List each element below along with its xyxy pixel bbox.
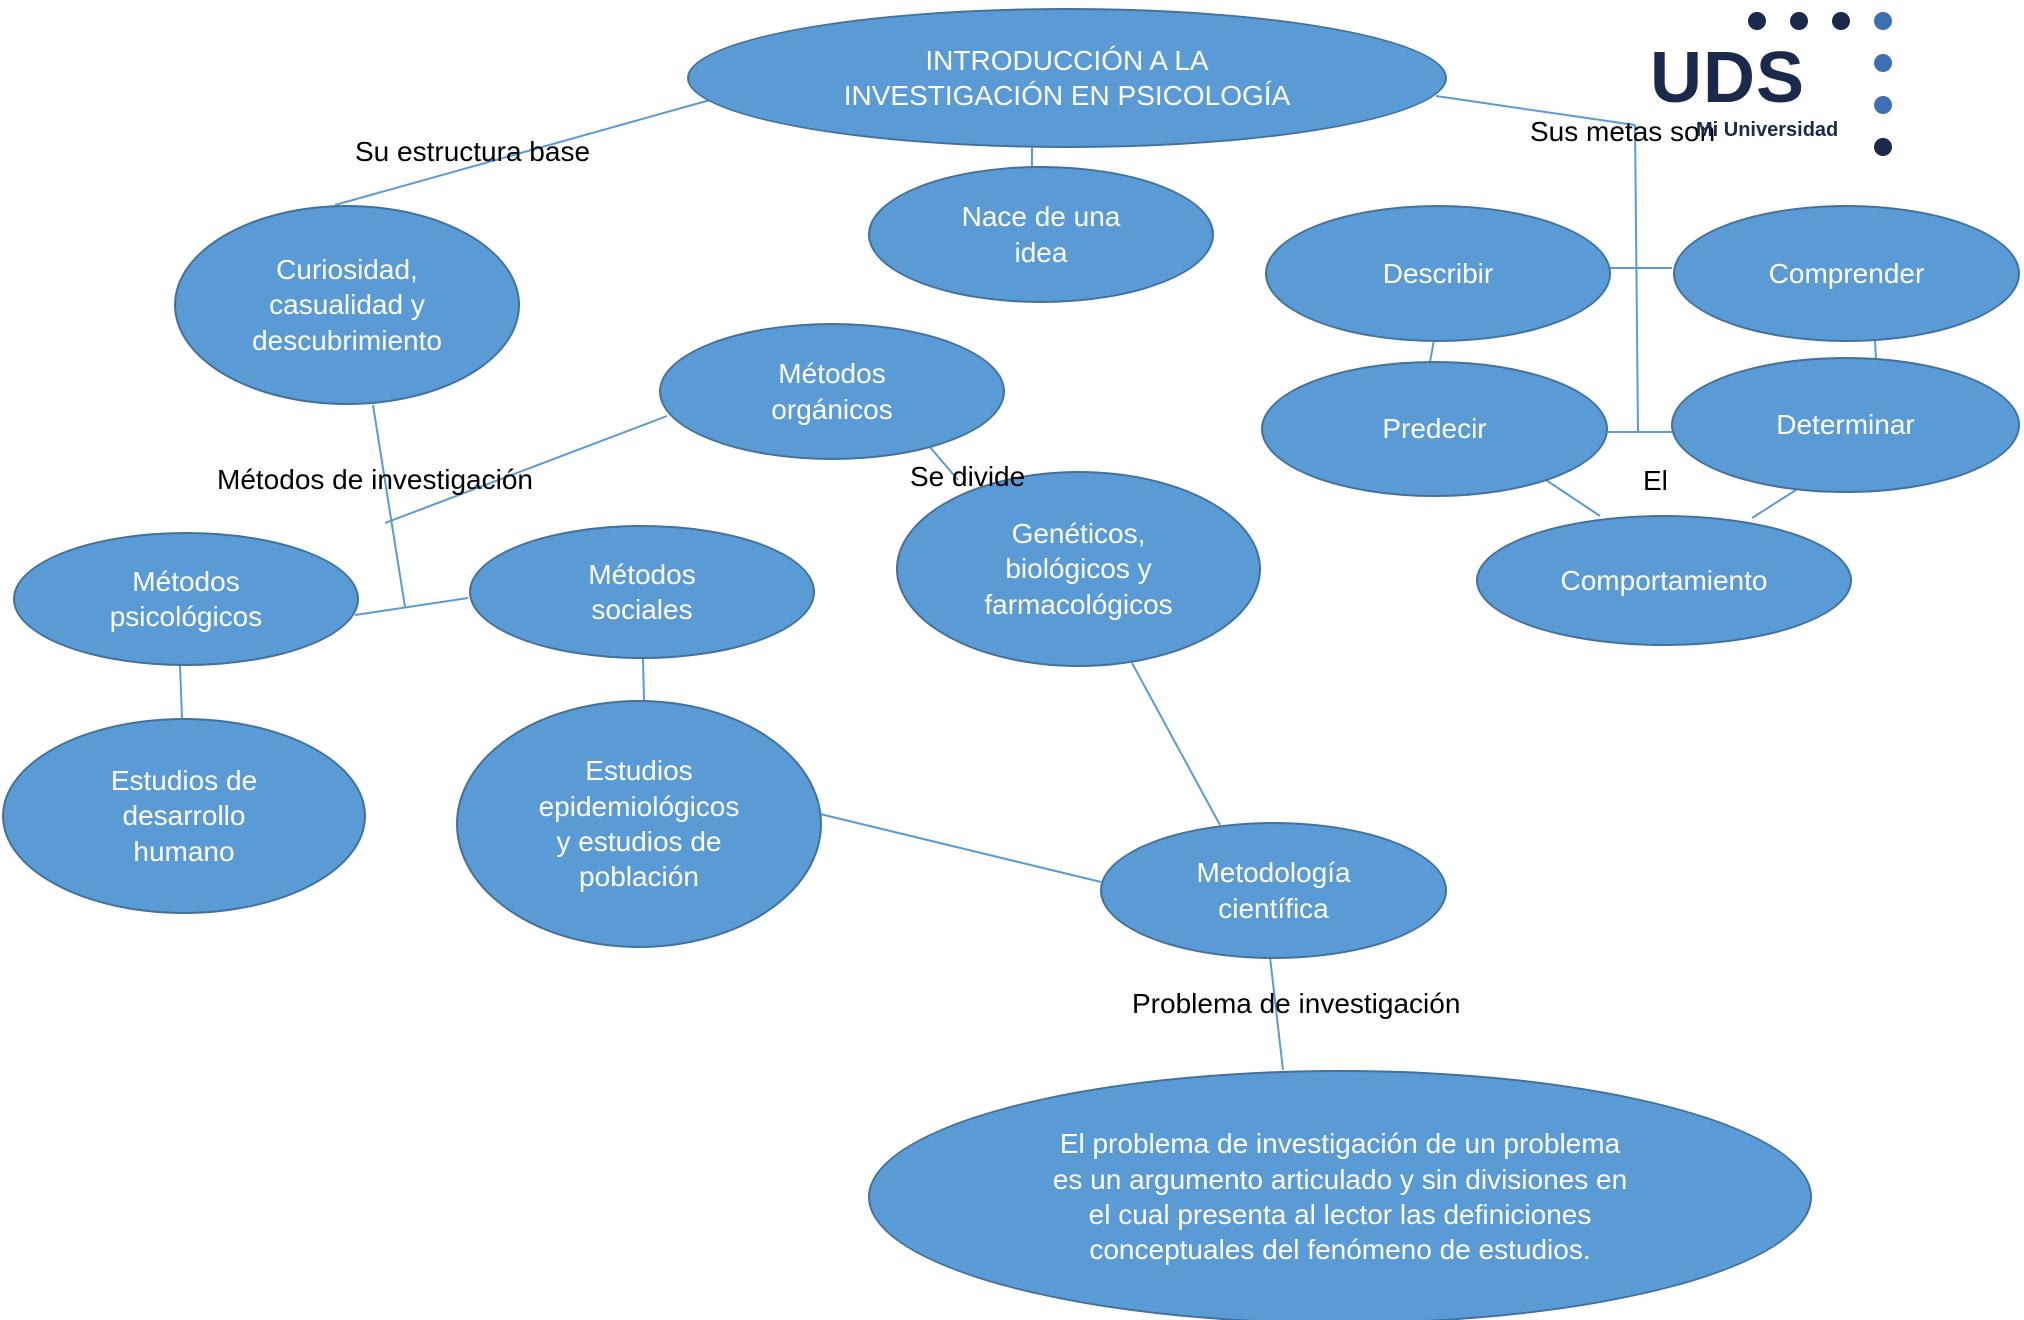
node-predecir-text: Predecir <box>1382 413 1487 445</box>
node-determinar-text: Determinar <box>1776 409 1915 441</box>
node-comprender: Comprender <box>1673 205 2020 342</box>
logo-dot <box>1748 12 1766 30</box>
node-metodos-organicos-text: Métodos orgánicos <box>771 358 893 425</box>
connector-line <box>1131 662 1221 826</box>
logo-subtitle: Mi Universidad <box>1696 119 1839 141</box>
node-problema-investigacion-text: El problema de investigación de un probl… <box>1052 1128 1628 1266</box>
node-metodos-sociales-text: Métodos sociales <box>588 558 696 625</box>
node-estudios-epidemiologicos: Estudios epidemiológicos y estudios de p… <box>456 700 822 948</box>
node-curiosidad-text: Curiosidad, casualidad y descubrimiento <box>252 254 442 356</box>
label-se-divide: Se divide <box>910 461 1026 492</box>
node-comportamiento: Comportamiento <box>1476 515 1852 646</box>
node-curiosidad: Curiosidad, casualidad y descubrimiento <box>174 205 520 405</box>
node-describir-text: Describir <box>1382 257 1494 289</box>
connector-line <box>928 445 959 481</box>
connector-line <box>179 664 183 719</box>
node-estudios-desarrollo-text: Estudios de desarrollo humano <box>110 765 258 867</box>
logo-dot <box>1874 54 1892 72</box>
connector-line <box>1429 339 1435 363</box>
uds-logo: UDS Mi Universidad <box>1650 8 1900 168</box>
logo-dot <box>1874 138 1892 156</box>
connector-line <box>642 658 645 701</box>
node-metodos-psicologicos-text: Métodos psicológicos <box>109 565 263 632</box>
node-metodos-psicologicos: Métodos psicológicos <box>13 532 359 666</box>
connector-line <box>372 404 406 608</box>
node-geneticos: Genéticos, biológicos y farmacológicos <box>896 471 1261 667</box>
node-estudios-desarrollo: Estudios de desarrollo humano <box>2 718 366 914</box>
node-comprender-text: Comprender <box>1768 257 1925 289</box>
node-geneticos-text: Genéticos, biológicos y farmacológicos <box>984 518 1173 620</box>
connector-line <box>1634 124 1639 433</box>
node-title: INTRODUCCIÓN A LA INVESTIGACIÓN EN PSICO… <box>687 8 1447 148</box>
node-determinar: Determinar <box>1671 357 2020 493</box>
node-describir: Describir <box>1265 205 1611 342</box>
label-el: El <box>1643 465 1668 496</box>
connector-line <box>1545 479 1601 517</box>
connector-line <box>819 813 1102 883</box>
node-nace-de-una-idea-text: Nace de una idea <box>961 201 1121 268</box>
node-nace-de-una-idea: Nace de una idea <box>868 166 1214 303</box>
connector-line <box>1269 956 1284 1071</box>
label-problema-de-investigacion: Problema de investigación <box>1132 988 1461 1019</box>
logo-dot <box>1790 12 1808 30</box>
node-metodologia-cientifica-text: Metodología científica <box>1196 857 1351 924</box>
label-sus-metas-son: Sus metas son <box>1530 116 1716 147</box>
connector-line <box>1874 339 1877 359</box>
node-metodos-organicos: Métodos orgánicos <box>659 323 1005 460</box>
connector-line <box>384 415 668 524</box>
node-metodologia-cientifica: Metodología científica <box>1100 822 1447 959</box>
logo-dot <box>1874 12 1892 30</box>
connector-line <box>354 597 469 616</box>
node-title-text: INTRODUCCIÓN A LA INVESTIGACIÓN EN PSICO… <box>843 44 1291 111</box>
connector-line <box>1435 95 1636 126</box>
label-metodos-de-investigacion: Métodos de investigación <box>217 464 533 495</box>
node-estudios-epidemiologicos-text: Estudios epidemiológicos y estudios de p… <box>538 755 740 893</box>
logo-dot <box>1832 12 1850 30</box>
label-su-estructura-base: Su estructura base <box>355 136 591 167</box>
logo-wordmark: UDS <box>1650 38 1806 118</box>
node-metodos-sociales: Métodos sociales <box>469 525 815 659</box>
node-problema-investigacion: El problema de investigación de un probl… <box>868 1070 1812 1320</box>
node-comportamiento-text: Comportamiento <box>1560 564 1768 596</box>
node-predecir: Predecir <box>1261 361 1608 497</box>
connector-line <box>1751 489 1797 519</box>
connector-line <box>334 99 711 206</box>
logo-dot <box>1874 96 1892 114</box>
